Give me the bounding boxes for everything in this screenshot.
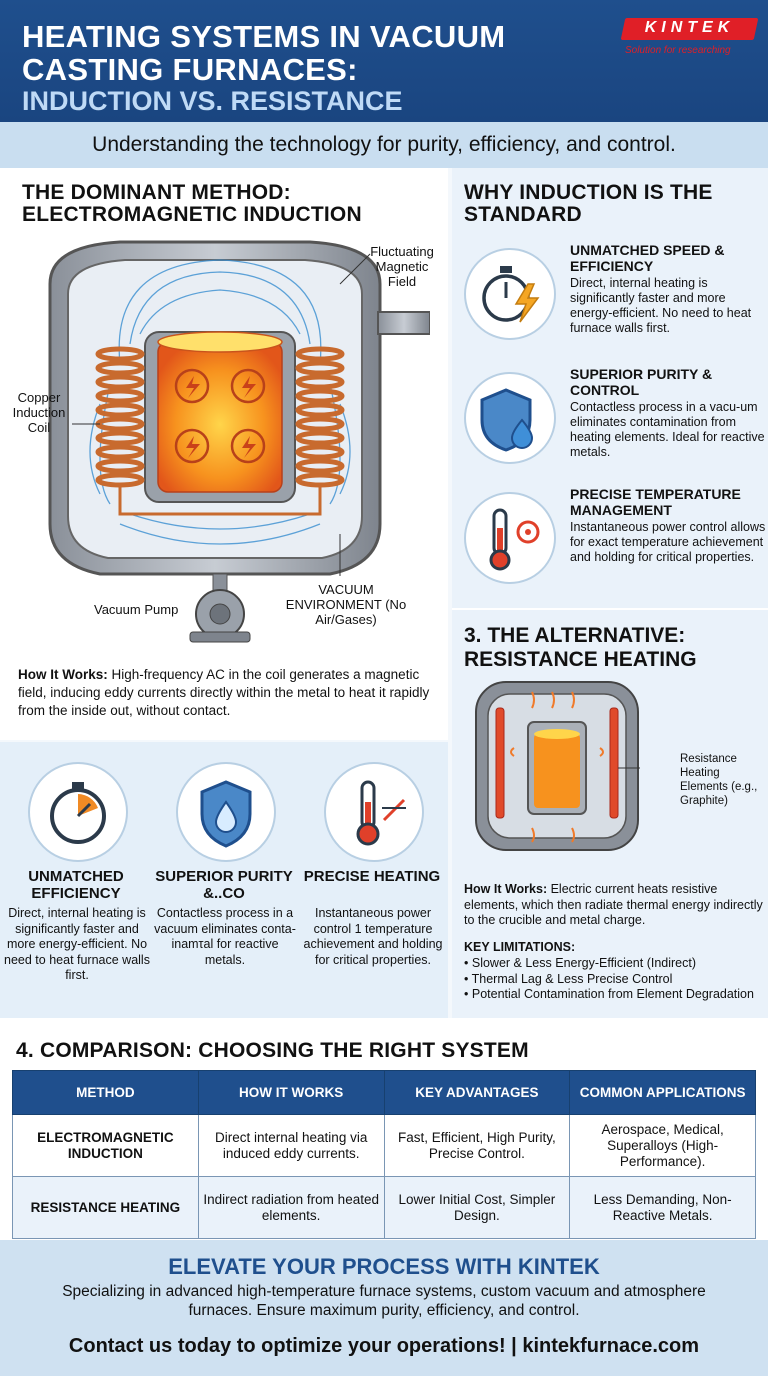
comparison-heading: 4. COMPARISON: CHOOSING THE RIGHT SYSTEM [16, 1039, 529, 1062]
comparison-table: METHOD HOW IT WORKS KEY ADVANTAGES COMMO… [12, 1070, 756, 1239]
footer-cta: ELEVATE YOUR PROCESS WITH KINTEK Special… [0, 1240, 768, 1376]
card-title: PRECISE HEATING [303, 868, 441, 885]
how-text: High-frequency AC in the coil generates … [18, 667, 430, 718]
table-header-row: METHOD HOW IT WORKS KEY ADVANTAGES COMMO… [12, 1070, 756, 1115]
table-row: RESISTANCE HEATING Indirect radiation fr… [12, 1176, 756, 1239]
card-body: Instantaneous power control 1 temperatur… [303, 906, 443, 967]
contact-link[interactable]: Contact us today to optimize your operat… [68, 1335, 700, 1357]
resistance-furnace-illustration [475, 681, 640, 851]
why-item-purity: SUPERIOR PURITY & CONTROL Contactless pr… [452, 364, 768, 474]
card-body: Direct, internal heating is significantl… [4, 906, 150, 982]
how-text: Electric current heats resistive element… [464, 882, 763, 927]
why-body: Instantaneous power control allows for e… [570, 520, 766, 564]
card-precise: PRECISE HEATING Instantaneous power cont… [298, 742, 446, 1018]
card-title: UNMATCHED EFFICIENCY [28, 868, 124, 902]
why-title: SUPERIOR PURITY & CONTROL [570, 366, 713, 398]
why-body: Direct, internal heating is significantl… [570, 276, 752, 335]
footer-body: Specializing in advanced high-temperatur… [62, 1283, 706, 1319]
logo-word: KINTEK [644, 19, 735, 36]
subtitle-band: Understanding the technology for purity,… [0, 122, 768, 168]
table-cell: Indirect radiation from heated elements. [197, 1176, 385, 1239]
footer-title: ELEVATE YOUR PROCESS WITH KINTEK [168, 1254, 600, 1279]
coil-label: Copper Induction Coil [12, 390, 66, 435]
comparison-section: 4. COMPARISON: CHOOSING THE RIGHT SYSTEM… [0, 1018, 768, 1240]
shield-drop-icon [176, 762, 276, 862]
why-induction-panel: WHY INDUCTION IS THE STANDARD UNMATCHED … [452, 168, 768, 1018]
thermometer-target-icon [464, 492, 556, 584]
logo-tagline: Solution for researching [625, 45, 731, 56]
resistance-how-it-works: How It Works: Electric current heats res… [464, 882, 764, 929]
table-cell: Aerospace, Medical, Superalloys (High-Pe… [569, 1114, 756, 1177]
thermometer-icon [324, 762, 424, 862]
why-body: Contactless process in a vacu-um elimina… [570, 400, 765, 459]
list-item: Slower & Less Energy-Efficient (Indirect… [464, 956, 764, 972]
table-cell: Lower Initial Cost, Simpler Design. [383, 1176, 571, 1239]
why-title: UNMATCHED SPEED & EFFICIENCY [570, 242, 725, 274]
why-item-speed: UNMATCHED SPEED & EFFICIENCY Direct, int… [452, 240, 768, 350]
list-item: Potential Contamination from Element Deg… [464, 987, 764, 1003]
column-header: KEY ADVANTAGES [383, 1070, 571, 1115]
table-cell: Direct internal heating via induced eddy… [197, 1114, 385, 1177]
page-title-secondary: INDUCTION VS. RESISTANCE [22, 86, 403, 116]
why-heading: WHY INDUCTION IS THE STANDARD [464, 181, 713, 226]
table-cell: ELECTROMAGNETIC INDUCTION [12, 1114, 199, 1177]
column-header: HOW IT WORKS [197, 1070, 385, 1115]
kintek-logo[interactable]: KINTEK Solution for researching [620, 18, 759, 60]
card-body: Contactless process in a vacuum eliminat… [154, 906, 296, 967]
header-banner: HEATING SYSTEMS IN VACUUM CASTING FURNAC… [0, 0, 768, 122]
induction-section: THE DOMINANT METHOD: ELECTROMAGNETIC IND… [0, 168, 448, 740]
table-cell: RESISTANCE HEATING [12, 1176, 199, 1239]
page-subtitle: Understanding the technology for purity,… [92, 133, 676, 156]
how-label: How It Works: [18, 667, 108, 682]
card-efficiency: UNMATCHED EFFICIENCY Direct, internal he… [2, 742, 150, 1018]
why-title: PRECISE TEMPERATURE MANAGEMENT [570, 486, 741, 518]
section-divider [452, 608, 768, 610]
field-label: Fluctuating Magnetic Field [370, 244, 434, 289]
table-cell: Fast, Efficient, High Purity, Precise Co… [383, 1114, 571, 1177]
limitations-heading: KEY LIMITATIONS: [464, 940, 576, 954]
induction-how-it-works: How It Works: High-frequency AC in the c… [18, 666, 438, 720]
pump-label: Vacuum Pump [94, 602, 179, 617]
how-label: How It Works: [464, 882, 548, 896]
stopwatch-icon [28, 762, 128, 862]
vacuum-env-label: VACUUM ENVIRONMENT (No Air/Gases) [285, 582, 407, 627]
induction-furnace-illustration [48, 240, 430, 643]
shield-drop-icon [464, 372, 556, 464]
benefit-cards: UNMATCHED EFFICIENCY Direct, internal he… [0, 742, 448, 1018]
limitations-list: Slower & Less Energy-Efficient (Indirect… [464, 956, 764, 1003]
alternative-heading: 3. THE ALTERNATIVE: RESISTANCE HEATING [464, 624, 697, 671]
column-header: COMMON APPLICATIONS [569, 1070, 756, 1115]
table-row: ELECTROMAGNETIC INDUCTION Direct interna… [12, 1114, 756, 1177]
why-item-temperature: PRECISE TEMPERATURE MANAGEMENT Instantan… [452, 484, 768, 594]
list-item: Thermal Lag & Less Precise Control [464, 972, 764, 988]
card-title: SUPERIOR PURITY &..CO [155, 868, 293, 902]
stopwatch-lightning-icon [464, 248, 556, 340]
card-purity: SUPERIOR PURITY &..CO Contactless proces… [150, 742, 298, 1018]
induction-heading: THE DOMINANT METHOD: ELECTROMAGNETIC IND… [22, 181, 362, 226]
column-header: METHOD [12, 1070, 199, 1115]
table-cell: Less Demanding, Non-Reactive Metals. [569, 1176, 756, 1239]
resistance-element-label: Resistance Heating Elements (e.g., Graph… [680, 753, 758, 807]
page-title: HEATING SYSTEMS IN VACUUM CASTING FURNAC… [22, 19, 506, 87]
